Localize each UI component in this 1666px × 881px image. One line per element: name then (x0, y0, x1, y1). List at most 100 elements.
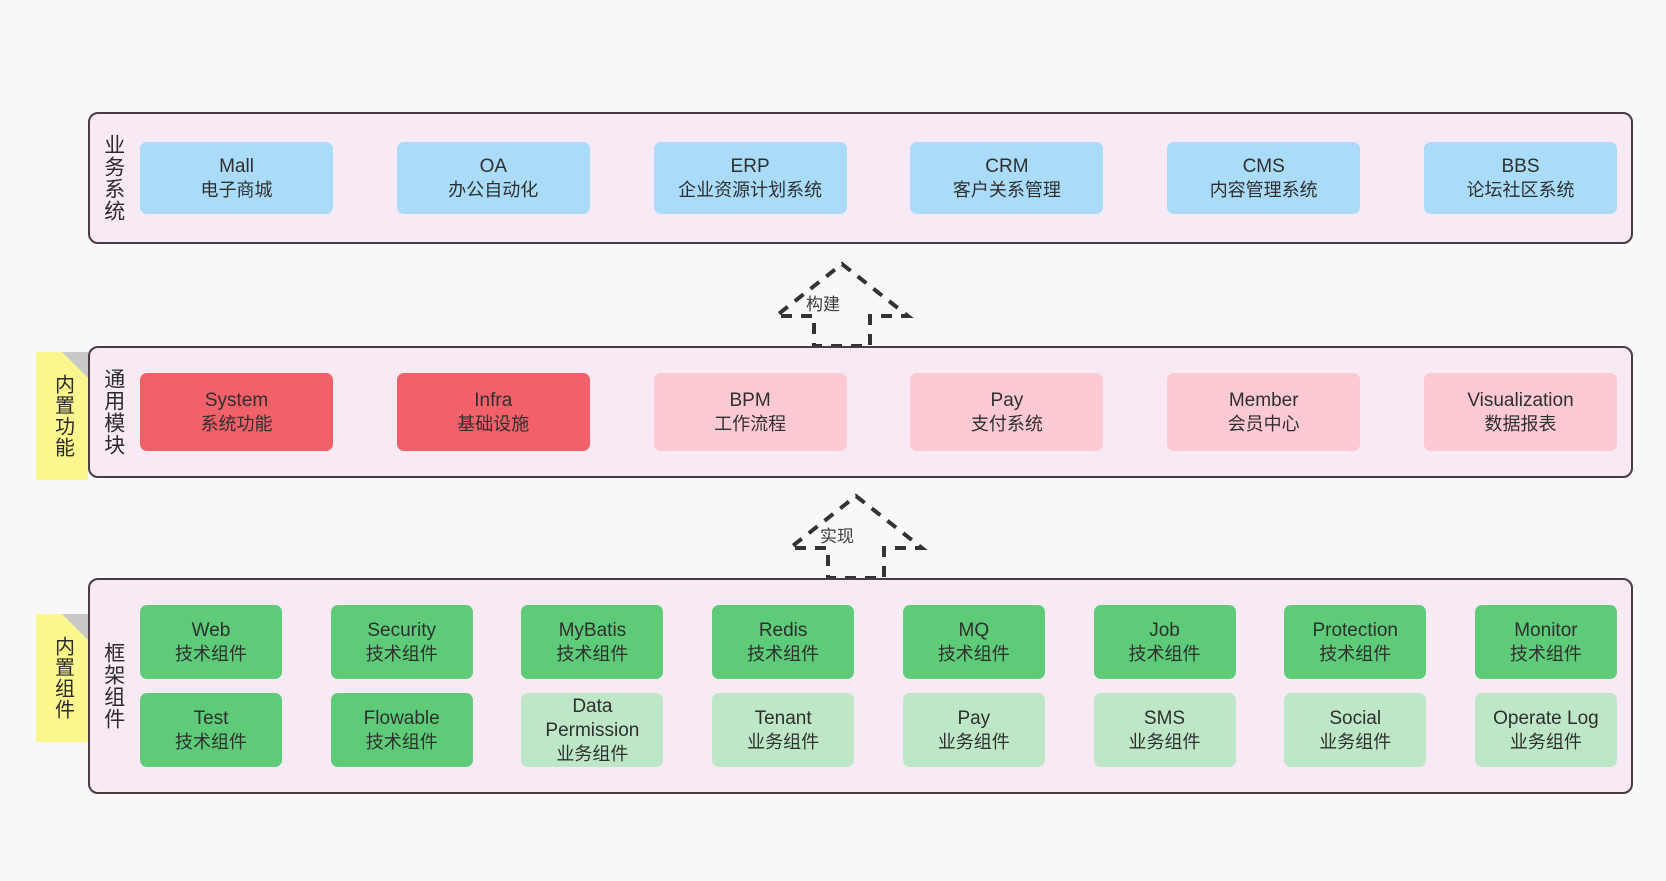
card-subtitle: 技术组件 (747, 643, 820, 664)
card-oa[interactable]: OA 办公自动化 (396, 142, 590, 214)
card-subtitle: 技术组件 (556, 643, 629, 664)
card-subtitle: 业务组件 (1509, 731, 1582, 752)
card-subtitle: 电子商城 (200, 179, 273, 200)
card-title: Tenant (754, 707, 812, 729)
card-title: Pay (990, 389, 1024, 411)
card-monitor[interactable]: Monitor 技术组件 (1474, 605, 1617, 679)
card-subtitle: 技术组件 (175, 731, 247, 752)
card-title: Data Permission (545, 696, 640, 741)
card-tenant[interactable]: Tenant 业务组件 (712, 693, 855, 767)
card-operate-log[interactable]: Operate Log 业务组件 (1474, 693, 1617, 767)
card-web[interactable]: Web 技术组件 (140, 605, 282, 679)
layer-common-module: 通用模块 System 系统功能 Infra 基础设施 BPM 工作流程 Pay… (88, 346, 1633, 478)
card-subtitle: 业务组件 (556, 743, 629, 764)
card-redis[interactable]: Redis 技术组件 (712, 605, 855, 679)
arrow-build-label: 构建 (806, 295, 840, 314)
card-cms[interactable]: CMS 内容管理系统 (1167, 142, 1361, 214)
card-title: CRM (985, 155, 1029, 177)
card-sms[interactable]: SMS 业务组件 (1093, 693, 1236, 767)
card-subtitle: 工作流程 (714, 413, 787, 434)
layer-framework-component: 框架组件 Web 技术组件 Security 技术组件 MyBatis 技术组件… (88, 578, 1633, 794)
card-mall[interactable]: Mall 电子商城 (140, 142, 333, 214)
card-flowable[interactable]: Flowable 技术组件 (330, 693, 473, 767)
card-subtitle: 技术组件 (1319, 643, 1392, 664)
card-mybatis[interactable]: MyBatis 技术组件 (521, 605, 664, 679)
card-subtitle: 办公自动化 (448, 179, 539, 200)
card-title: CMS (1242, 155, 1285, 177)
card-pay-business[interactable]: Pay 业务组件 (902, 693, 1045, 767)
layer-label-common-module: 通用模块 (101, 368, 125, 456)
card-pay[interactable]: Pay 支付系统 (910, 373, 1104, 451)
card-infra[interactable]: Infra 基础设施 (396, 373, 590, 451)
card-mq[interactable]: MQ 技术组件 (902, 605, 1045, 679)
arrow-implement-icon (784, 493, 928, 580)
card-title: Infra (474, 389, 513, 411)
card-data-permission[interactable]: Data Permission 业务组件 (521, 693, 664, 767)
card-subtitle: 技术组件 (175, 643, 247, 664)
note-built-in-functions: 内置功能 (36, 352, 88, 480)
card-title: Visualization (1467, 389, 1574, 411)
card-title: Redis (758, 619, 808, 641)
note-label: 内置组件 (51, 636, 74, 720)
layer-body-common-module: System 系统功能 Infra 基础设施 BPM 工作流程 Pay 支付系统… (136, 348, 1631, 476)
layer-label-framework-component: 框架组件 (101, 642, 125, 730)
card-protection[interactable]: Protection 技术组件 (1284, 605, 1427, 679)
card-subtitle: 论坛社区系统 (1466, 179, 1575, 200)
card-member[interactable]: Member 会员中心 (1167, 373, 1361, 451)
card-title: Member (1228, 389, 1299, 411)
card-title: MyBatis (558, 619, 627, 641)
layer-body-business-system: Mall 电子商城 OA 办公自动化 ERP 企业资源计划系统 CRM 客户关系… (136, 114, 1631, 242)
card-crm[interactable]: CRM 客户关系管理 (910, 142, 1104, 214)
arrow-build (752, 258, 932, 355)
card-subtitle: 业务组件 (747, 731, 820, 752)
card-bpm[interactable]: BPM 工作流程 (653, 373, 847, 451)
card-subtitle: 内容管理系统 (1209, 179, 1318, 200)
card-title: Monitor (1514, 619, 1578, 641)
card-subtitle: 数据报表 (1484, 413, 1557, 434)
card-subtitle: 业务组件 (937, 731, 1010, 752)
card-subtitle: 技术组件 (365, 643, 438, 664)
card-subtitle: 技术组件 (1509, 643, 1582, 664)
note-label: 内置功能 (51, 374, 74, 458)
card-title: Security (367, 619, 437, 641)
card-row: Mall 电子商城 OA 办公自动化 ERP 企业资源计划系统 CRM 客户关系… (140, 142, 1617, 214)
card-title: Social (1329, 707, 1382, 729)
note-fold-icon (62, 352, 88, 378)
card-title: MQ (958, 619, 990, 641)
card-title: System (204, 389, 269, 411)
card-title: ERP (730, 155, 770, 177)
card-bbs[interactable]: BBS 论坛社区系统 (1423, 142, 1617, 214)
card-title: OA (479, 155, 508, 177)
card-test[interactable]: Test 技术组件 (140, 693, 282, 767)
card-subtitle: 技术组件 (937, 643, 1010, 664)
card-title: Flowable (363, 707, 440, 729)
arrow-implement (766, 490, 946, 587)
card-title: Web (191, 619, 231, 641)
card-erp[interactable]: ERP 企业资源计划系统 (653, 142, 847, 214)
card-visualization[interactable]: Visualization 数据报表 (1423, 373, 1617, 451)
layer-business-system: 业务系统 Mall 电子商城 OA 办公自动化 ERP 企业资源计划系统 CRM… (88, 112, 1633, 244)
card-title: BPM (729, 389, 771, 411)
layer-label-business-system: 业务系统 (101, 134, 125, 222)
card-row: Test 技术组件 Flowable 技术组件 Data Permission … (140, 693, 1617, 767)
card-subtitle: 技术组件 (365, 731, 438, 752)
card-subtitle: 技术组件 (1128, 643, 1201, 664)
card-system[interactable]: System 系统功能 (140, 373, 333, 451)
card-title: Test (193, 707, 229, 729)
card-job[interactable]: Job 技术组件 (1093, 605, 1236, 679)
card-social[interactable]: Social 业务组件 (1284, 693, 1427, 767)
note-built-in-components: 内置组件 (36, 614, 88, 742)
note-fold-icon (62, 614, 88, 640)
arrow-build-icon (770, 261, 914, 348)
card-title: SMS (1143, 707, 1186, 729)
card-title: Protection (1312, 619, 1398, 641)
arrow-implement-label: 实现 (820, 527, 854, 546)
layer-body-framework-component: Web 技术组件 Security 技术组件 MyBatis 技术组件 Redi… (136, 580, 1631, 792)
card-title: Pay (957, 707, 991, 729)
card-subtitle: 基础设施 (457, 413, 530, 434)
card-subtitle: 会员中心 (1227, 413, 1300, 434)
card-security[interactable]: Security 技术组件 (330, 605, 473, 679)
card-title: Mall (219, 155, 254, 177)
card-subtitle: 企业资源计划系统 (678, 179, 823, 200)
